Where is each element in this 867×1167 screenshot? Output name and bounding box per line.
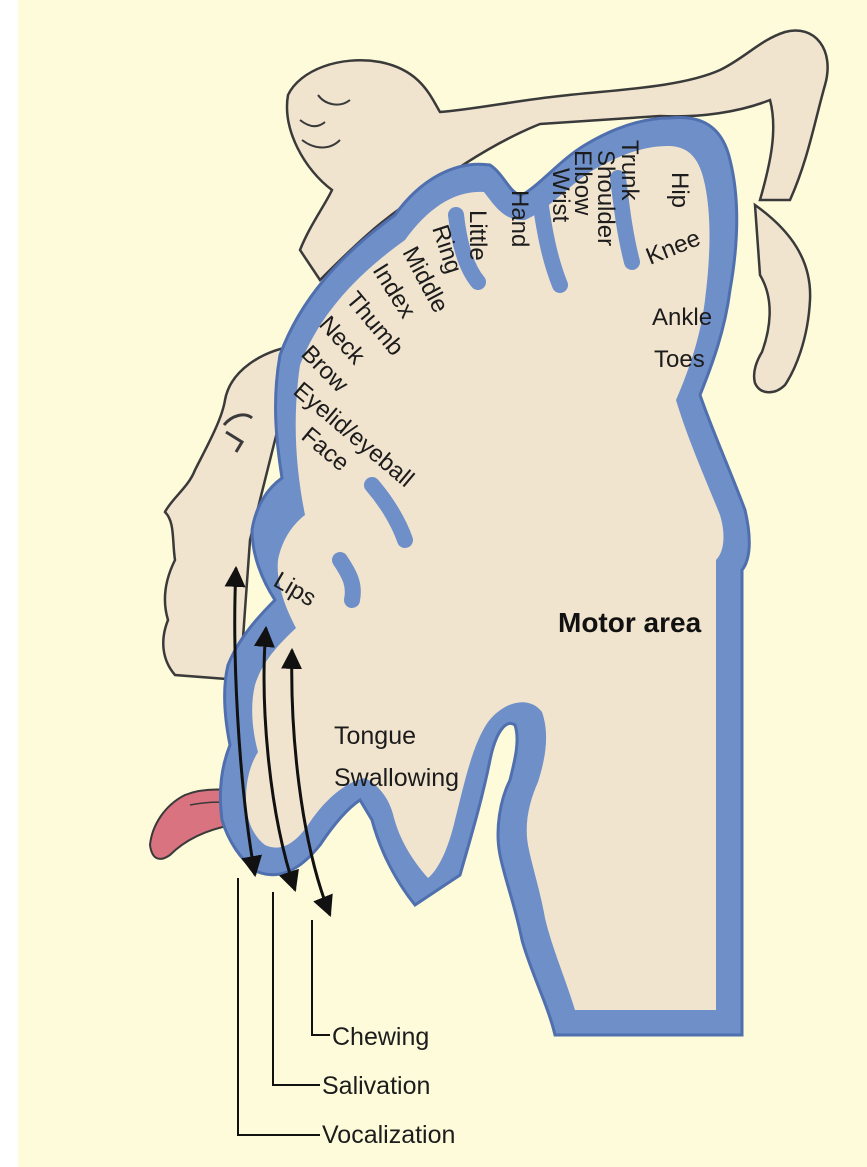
label-ankle: Ankle (652, 304, 712, 331)
label-trunk: Trunk (616, 140, 643, 201)
label-hand: Hand (506, 190, 533, 247)
callout-chewing: Chewing (332, 1023, 429, 1051)
diagram-title: Motor area (558, 607, 702, 638)
label-hip: Hip (666, 172, 693, 208)
callout-vocalization: Vocalization (322, 1121, 455, 1149)
label-swallowing: Swallowing (334, 764, 459, 792)
label-toes: Toes (654, 346, 705, 373)
label-tongue: Tongue (334, 722, 416, 750)
label-little: Little (464, 210, 491, 261)
label-wrist: Wrist (547, 168, 574, 223)
callout-salivation: Salivation (322, 1072, 430, 1100)
